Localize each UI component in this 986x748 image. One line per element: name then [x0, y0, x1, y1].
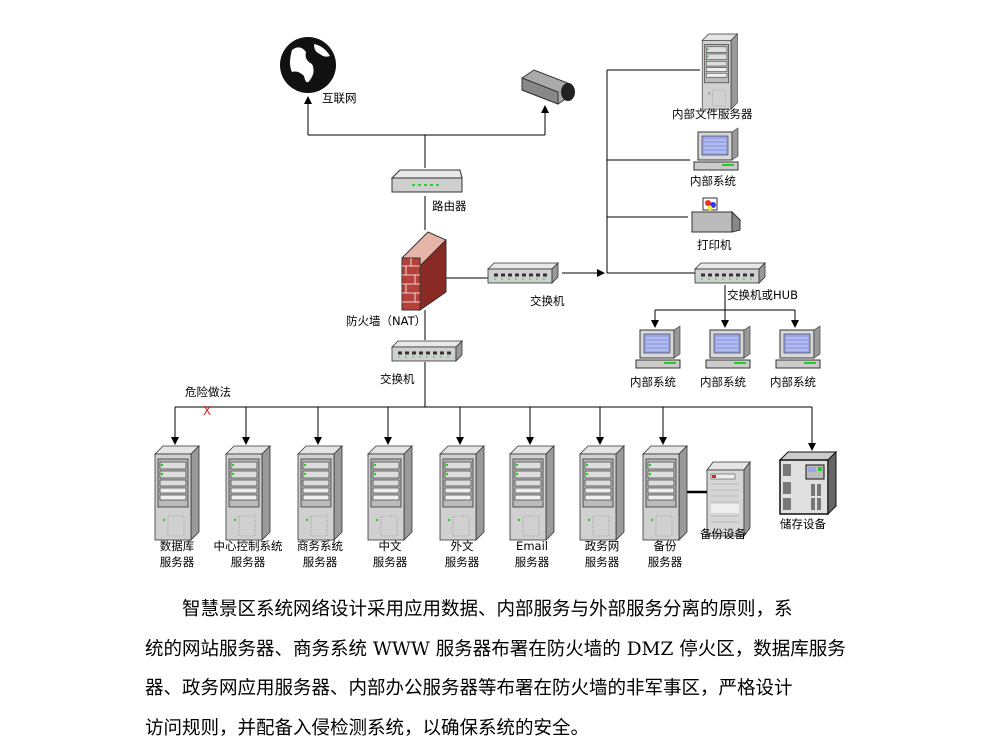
- internet-label: 互联网: [322, 91, 357, 105]
- hub-label: 交换机或HUB: [727, 288, 798, 302]
- server-label: 中心控制系统: [214, 539, 283, 553]
- server-icon: [643, 446, 687, 540]
- internal-pc-icon: [706, 326, 750, 368]
- server-label: 中文: [379, 539, 402, 553]
- server-icon: [226, 446, 270, 540]
- backup-device-icon: [707, 462, 750, 536]
- server-label: 外文: [451, 539, 474, 553]
- router-label: 路由器: [432, 199, 467, 213]
- internal-pc-icon: [776, 326, 820, 368]
- server-label: 服务器: [445, 555, 480, 569]
- server-icon: [440, 446, 484, 540]
- internal-pc-icon: [636, 326, 680, 368]
- server-row: 数据库服务器中心控制系统服务器商务系统服务器中文服务器外文服务器Email服务器…: [155, 446, 687, 569]
- camera-icon: [522, 70, 575, 104]
- backup-device-label: 备份设备: [700, 527, 746, 541]
- paragraph-line: 器、政务网应用服务器、内部办公服务器等布署在防火墙的非军事区，严格设计: [145, 669, 850, 709]
- internal-switch-label: 交换机: [530, 294, 565, 308]
- main-switch-label: 交换机: [380, 372, 415, 386]
- printer-icon: [692, 198, 740, 232]
- server-icon: [580, 446, 624, 540]
- globe-icon: [280, 37, 336, 93]
- server-label: 服务器: [231, 555, 266, 569]
- paragraph-line: 访问规则，并配备入侵检测系统，以确保系统的安全。: [145, 709, 850, 748]
- server-label: 数据库: [160, 539, 195, 553]
- file-server-icon: [702, 34, 737, 109]
- hub-client-label: 内部系统: [700, 375, 746, 389]
- file-server-label: 内部文件服务器: [672, 107, 753, 121]
- router-icon: [392, 170, 462, 192]
- firewall-icon: [402, 232, 446, 310]
- hub-client-label: 内部系统: [630, 375, 676, 389]
- server-label: 服务器: [303, 555, 338, 569]
- server-icon: [298, 446, 342, 540]
- server-icon: [510, 446, 554, 540]
- danger-note: 危险做法: [185, 385, 231, 399]
- server-label: Email: [516, 539, 548, 553]
- server-label: 备份: [654, 539, 677, 553]
- paragraph-line: 智慧景区系统网络设计采用应用数据、内部服务与外部服务分离的原则，系: [145, 590, 850, 630]
- server-label: 服务器: [648, 555, 683, 569]
- hub-icon: [695, 263, 765, 283]
- server-icon: [368, 446, 412, 540]
- hub-client-label: 内部系统: [770, 375, 816, 389]
- firewall-label: 防火墙（NAT）: [346, 314, 426, 328]
- server-label: 商务系统: [297, 539, 343, 553]
- storage-device-icon: [780, 452, 836, 514]
- paragraph-line: 统的网站服务器、商务系统 WWW 服务器布署在防火墙的 DMZ 停火区，数据库服…: [145, 630, 850, 670]
- description-paragraph: 智慧景区系统网络设计采用应用数据、内部服务与外部服务分离的原则，系 统的网站服务…: [145, 590, 850, 748]
- storage-device-label: 储存设备: [780, 517, 826, 531]
- server-label: 服务器: [373, 555, 408, 569]
- internal-pc-icon: [694, 128, 738, 170]
- server-label: 服务器: [160, 555, 195, 569]
- server-label: 政务网: [585, 539, 620, 553]
- network-diagram: 互联网 路由器 防火墙（NAT） 交换机 交换机 内部文件服务器 内部系统 打印…: [0, 0, 986, 590]
- internal-system-label: 内部系统: [690, 174, 736, 188]
- server-label: 服务器: [585, 555, 620, 569]
- server-icon: [155, 446, 199, 540]
- internal-switch-icon: [488, 263, 558, 283]
- danger-x-icon: X: [203, 404, 211, 418]
- server-label: 服务器: [515, 555, 550, 569]
- printer-label: 打印机: [697, 238, 732, 252]
- main-switch-icon: [392, 341, 462, 361]
- server-drops: [175, 407, 812, 450]
- hub-clients: 内部系统 内部系统 内部系统: [630, 326, 820, 389]
